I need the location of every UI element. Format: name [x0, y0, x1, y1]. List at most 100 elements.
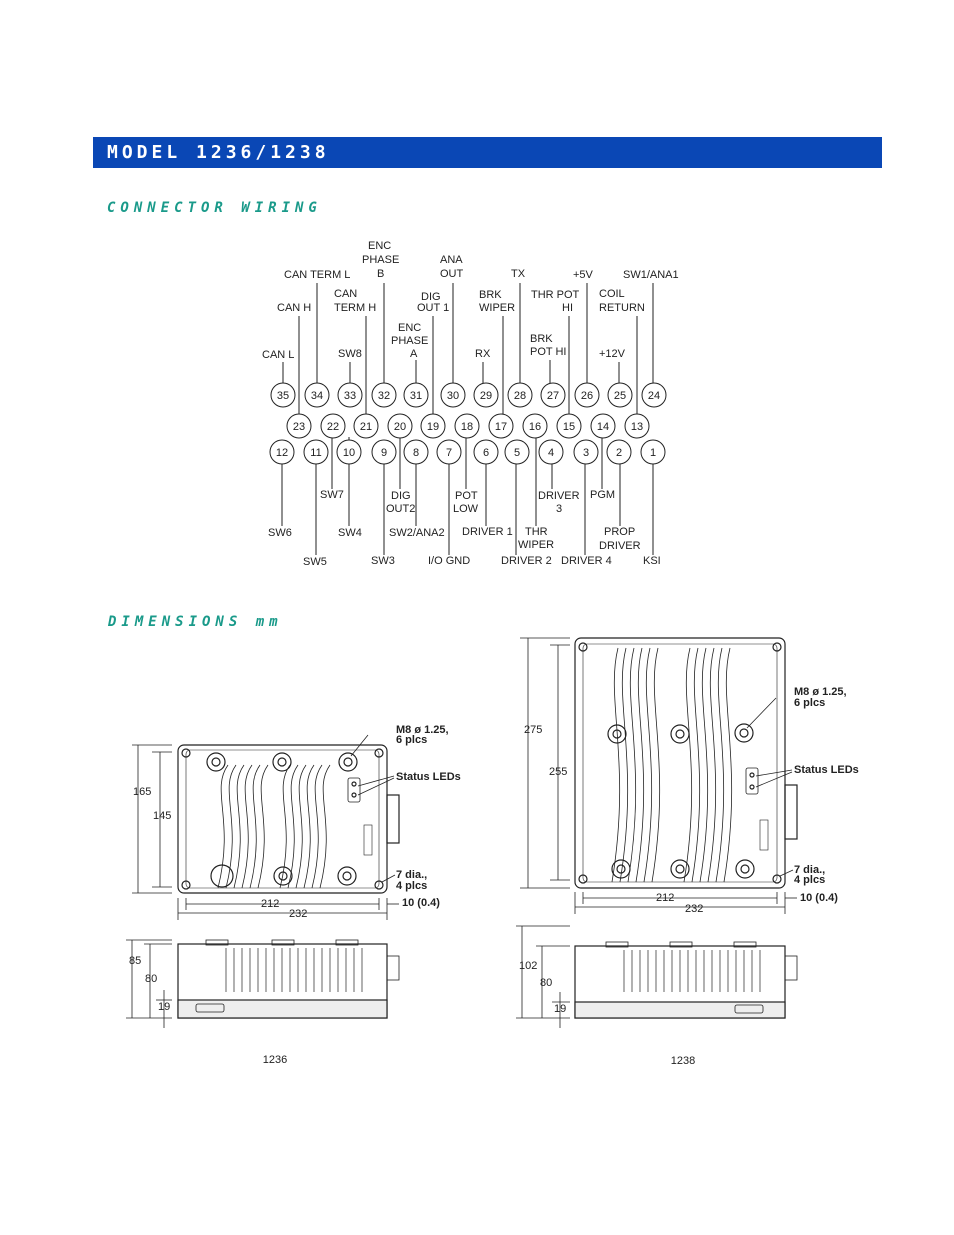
label-enc-phase-a: A — [410, 348, 418, 360]
caption-1238: 1238 — [671, 1055, 695, 1067]
label-dig-out2: DIG — [391, 490, 411, 502]
model-1236-top-view — [177, 734, 400, 894]
label-prop-driver: DRIVER — [599, 540, 641, 552]
pin-numbers-top: 35 34 33 32 31 30 29 28 27 26 25 24 — [277, 390, 660, 402]
pin-number: 33 — [344, 390, 356, 402]
pin-number: 7 — [446, 447, 452, 459]
pin-number: 6 — [483, 447, 489, 459]
dim-1238-side-mid: 80 — [540, 977, 552, 989]
pin-row-bottom — [269, 439, 666, 465]
pin-numbers-middle: 23 22 21 20 19 18 17 16 15 14 13 — [293, 421, 643, 433]
label-sw1-ana1: SW1/ANA1 — [623, 269, 679, 281]
pin-numbers-bottom: 12 11 10 9 8 7 6 5 4 3 2 1 — [276, 447, 656, 459]
model-1238-top-view — [574, 637, 798, 889]
note-1236-status-leds: Status LEDs — [396, 771, 461, 783]
label-brk-pot-hi: POT HI — [530, 346, 566, 358]
note-1236-mount: 6 plcs — [396, 734, 427, 746]
note-1238-edge: 10 (0.4) — [800, 892, 838, 904]
model-1236-dimension-text: 165 145 212 232 M8 ø 1.25, 6 plcs Status… — [133, 724, 461, 920]
dim-1236-height-inner: 145 — [153, 810, 171, 822]
label-can-h: CAN H — [277, 302, 311, 314]
pin-number: 2 — [616, 447, 622, 459]
label-pot-low: POT — [455, 490, 478, 502]
label-pot-low: LOW — [453, 503, 479, 515]
label-sw7: SW7 — [320, 489, 344, 501]
pin-number: 9 — [381, 447, 387, 459]
connector-bottom-labels: SW7 DIG OUT2 POT LOW DRIVER 3 PGM SW6 SW… — [268, 489, 661, 568]
label-plus5v: +5V — [573, 269, 594, 281]
note-1236-edge: 10 (0.4) — [402, 897, 440, 909]
note-1236-holes: 7 dia., — [396, 869, 427, 881]
pin-number: 3 — [583, 447, 589, 459]
pin-number: 1 — [650, 447, 656, 459]
label-enc-phase-a: PHASE — [391, 335, 428, 347]
label-dig-out1: OUT 1 — [417, 302, 449, 314]
pin-number: 19 — [427, 421, 439, 433]
label-can-term-h: TERM H — [334, 302, 376, 314]
pin-number: 31 — [410, 390, 422, 402]
connector-top-labels: ENC PHASE B ANA OUT CAN TERM L TX +5V SW… — [262, 240, 679, 361]
pin-number: 11 — [310, 447, 321, 459]
pin-number: 17 — [495, 421, 507, 433]
dim-1236-width-inner: 212 — [261, 898, 279, 910]
note-1238-mount: M8 ø 1.25, — [794, 686, 847, 698]
dim-1236-height-outer: 165 — [133, 786, 151, 798]
label-brk-pot-hi: BRK — [530, 333, 553, 345]
model-banner: MODEL 1236/1238 — [93, 137, 882, 168]
pin-number: 20 — [394, 421, 406, 433]
model-1238-dimension-lines — [520, 637, 797, 914]
label-enc-phase-b: ENC — [368, 240, 391, 252]
dim-1238-width-outer: 232 — [685, 903, 703, 915]
label-thr-wiper: THR — [525, 526, 548, 538]
pin-number: 10 — [343, 447, 355, 459]
pin-number: 22 — [327, 421, 339, 433]
pin-number: 34 — [311, 390, 323, 402]
pin-number: 27 — [547, 390, 559, 402]
label-driver4: DRIVER 4 — [561, 555, 612, 567]
dim-1238-height-outer: 275 — [524, 724, 542, 736]
pin-number: 18 — [461, 421, 473, 433]
model-title: MODEL 1236/1238 — [107, 142, 330, 163]
label-sw5: SW5 — [303, 556, 327, 568]
pin-number: 5 — [514, 447, 520, 459]
label-dig-out1: DIG — [421, 291, 441, 303]
model-1238-side-dimension-text: 102 80 19 1238 — [519, 960, 695, 1067]
dim-1236-side-mid: 80 — [145, 973, 157, 985]
dim-1238-width-inner: 212 — [656, 892, 674, 904]
label-rx: RX — [475, 348, 491, 360]
model-1238-side-dimension-lines — [516, 925, 570, 1028]
model-1238-side-view — [574, 941, 798, 1019]
label-sw3: SW3 — [371, 555, 395, 567]
pin-number: 13 — [631, 421, 643, 433]
label-sw4: SW4 — [338, 527, 362, 539]
label-can-term-l: CAN TERM L — [284, 269, 350, 281]
label-ana-out: ANA — [440, 254, 463, 266]
pin-row-top — [270, 382, 667, 408]
label-plus12v: +12V — [599, 348, 626, 360]
pin-number: 32 — [378, 390, 390, 402]
note-1238-mount: 6 plcs — [794, 697, 825, 709]
label-thr-pot-hi: HI — [562, 302, 573, 314]
label-tx: TX — [511, 268, 526, 280]
model-1236-side-dimension-text: 85 80 19 1236 — [129, 955, 287, 1066]
label-sw2-ana2: SW2/ANA2 — [389, 527, 445, 539]
label-thr-pot-hi: THR POT — [531, 289, 580, 301]
connector-diagram — [281, 283, 654, 555]
label-thr-wiper: WIPER — [518, 539, 554, 551]
dim-1236-width-outer: 232 — [289, 908, 307, 920]
pin-number: 21 — [360, 421, 372, 433]
pin-number: 30 — [447, 390, 459, 402]
pin-number: 14 — [597, 421, 609, 433]
label-can-term-h: CAN — [334, 288, 357, 300]
model-1238-dimension-text: 275 255 212 232 M8 ø 1.25, 6 plcs Status… — [524, 686, 859, 915]
label-driver3: 3 — [556, 503, 562, 515]
pin-number: 12 — [276, 447, 288, 459]
pin-number: 23 — [293, 421, 305, 433]
dim-1236-side-base: 19 — [158, 1001, 170, 1013]
dim-1238-side-base: 19 — [554, 1003, 566, 1015]
label-ksi: KSI — [643, 555, 661, 567]
model-1236-side-dimension-lines — [126, 939, 172, 1028]
label-io-gnd: I/O GND — [428, 555, 470, 567]
label-sw8: SW8 — [338, 348, 362, 360]
